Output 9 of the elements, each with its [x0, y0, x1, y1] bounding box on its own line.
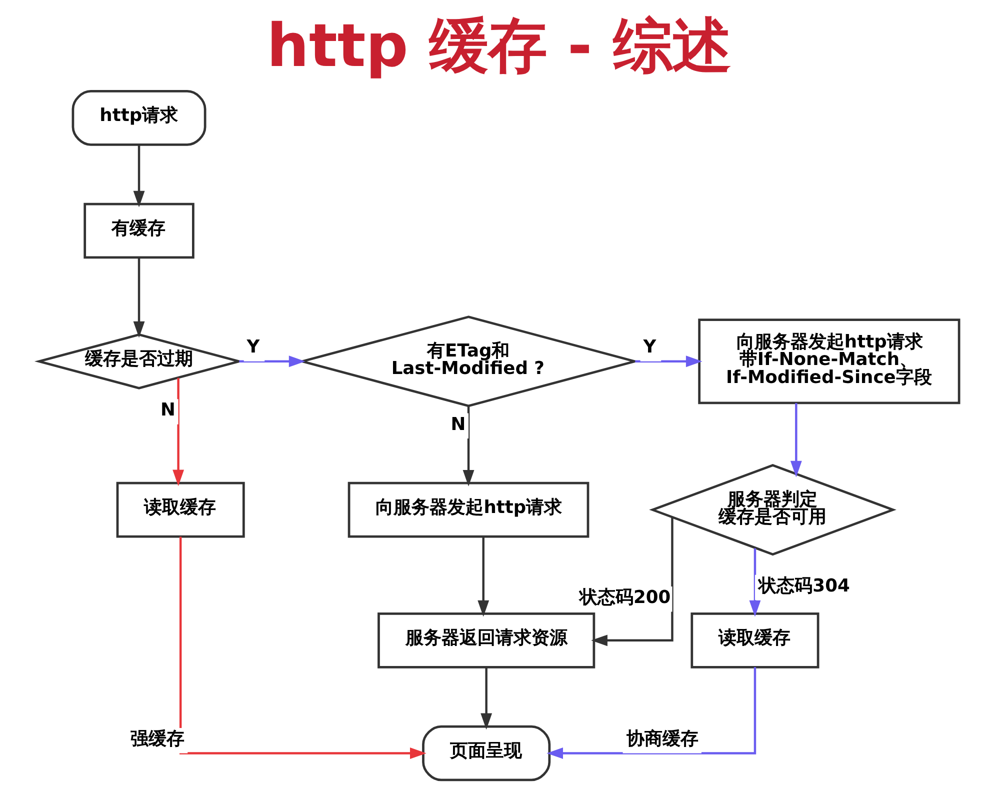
edge-label: 协商缓存 — [626, 728, 698, 750]
edge-label: N — [160, 400, 175, 421]
edge-label: Y — [642, 336, 656, 358]
edge-label: N — [450, 414, 466, 435]
edge-label: Y — [246, 336, 260, 358]
edge-label: 强缓存 — [130, 728, 184, 750]
edge-label: 状态码200 — [578, 587, 670, 608]
edge-label: 状态码304 — [758, 575, 850, 596]
diagram-title: http 缓存 - 综述 — [266, 11, 730, 80]
